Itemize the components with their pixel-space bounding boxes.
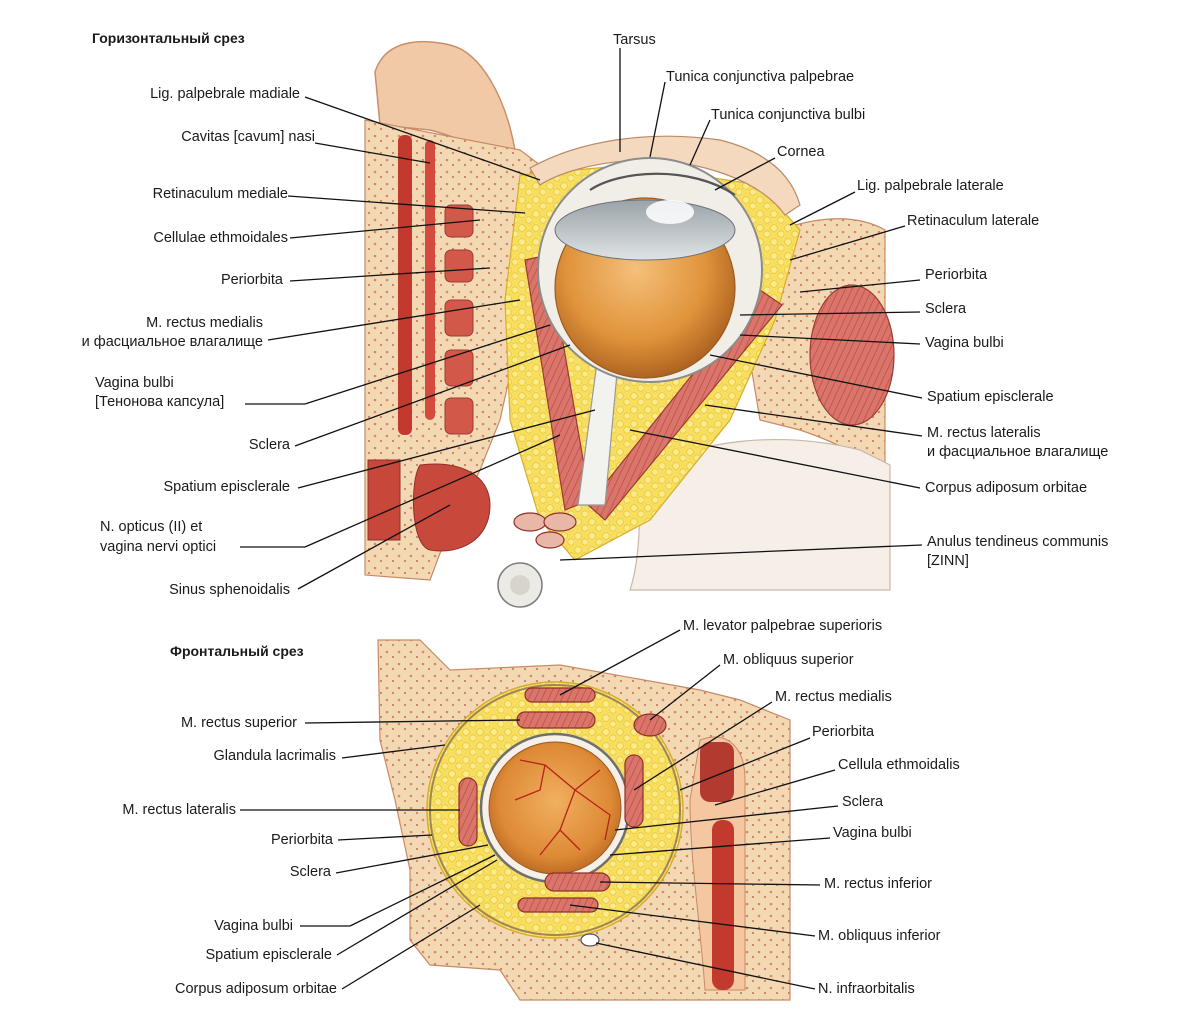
label-m-obliquus-inferior: M. obliquus inferior (818, 928, 941, 944)
label-fascial-sheath-medial: и фасциальное влагалище (81, 334, 263, 350)
ethmoid-cell-frontal (700, 742, 734, 802)
label-m-rectus-medialis-frontal: M. rectus medialis (775, 689, 892, 705)
label-vagina-bulbi-frontal-right: Vagina bulbi (833, 825, 912, 841)
superior-oblique-frontal (633, 713, 667, 737)
label-periorbita-frontal-right: Periorbita (812, 724, 875, 740)
label-spatium-episclerale-right: Spatium episclerale (927, 389, 1054, 405)
label-sclera-frontal-left: Sclera (289, 864, 331, 880)
label-retinaculum-mediale: Retinaculum mediale (152, 186, 288, 202)
label-sclera-right: Sclera (925, 301, 967, 317)
label-tarsus: Tarsus (613, 32, 656, 48)
label-fascial-sheath-lateral: и фасциальное влагалище (927, 444, 1109, 460)
retinal-vessels (514, 759, 611, 856)
lateral-rectus-frontal (458, 777, 478, 847)
label-vagina-nervi-optici: vagina nervi optici (100, 539, 217, 555)
label-sinus-sphenoidalis: Sinus sphenoidalis (169, 582, 290, 598)
extraocular-muscles (458, 687, 667, 913)
sphenoid-sinus (367, 459, 401, 541)
frontal-section (377, 639, 791, 1001)
label-tunica-conjunctiva-bulbi: Tunica conjunctiva bulbi (711, 107, 866, 123)
leader-lines-horizontal (240, 48, 923, 590)
label-corpus-adiposum-orbitae-right: Corpus adiposum orbitae (925, 480, 1088, 496)
title-horizontal-section: Горизонтальный срез (92, 30, 245, 46)
label-cellulae-ethmoidales: Cellulae ethmoidales (153, 230, 288, 246)
label-lig-palpebrale-laterale: Lig. palpebrale laterale (857, 178, 1004, 194)
label-m-rectus-medialis: M. rectus medialis (146, 315, 263, 331)
label-n-opticus: N. opticus (II) et (100, 519, 203, 535)
label-tenon-capsule: [Тенонова капсула] (95, 394, 225, 410)
label-sclera-left: Sclera (248, 437, 290, 453)
label-m-rectus-lateralis: M. rectus lateralis (927, 425, 1041, 441)
label-cellula-ethmoidalis: Cellula ethmoidalis (838, 757, 960, 773)
temporal-muscle (809, 284, 895, 426)
superior-rectus-frontal (516, 711, 596, 729)
inferior-oblique-frontal (517, 897, 599, 913)
cornea (589, 172, 736, 196)
leader-lines-frontal (240, 629, 839, 990)
horizontal-section (364, 40, 895, 608)
label-periorbita-frontal-left: Periorbita (270, 832, 333, 848)
label-periorbita-left: Periorbita (220, 272, 283, 288)
label-glandula-lacrimalis: Glandula lacrimalis (213, 748, 337, 764)
label-vagina-bulbi-right: Vagina bulbi (925, 335, 1004, 351)
label-anulus-tendineus: Anulus tendineus communis (927, 534, 1109, 550)
eyelid (529, 135, 801, 216)
label-periorbita-right: Periorbita (925, 267, 988, 283)
label-m-rectus-inferior: M. rectus inferior (824, 876, 932, 892)
lens (554, 199, 736, 261)
label-m-obliquus-superior: M. obliquus superior (723, 652, 854, 668)
label-lig-palpebrale-mediale: Lig. palpebrale madiale (150, 86, 300, 102)
label-cavitas-nasi: Cavitas [cavum] nasi (181, 129, 315, 145)
label-zinn: [ZINN] (927, 553, 969, 569)
label-m-levator-palpebrae: M. levator palpebrae superioris (683, 618, 883, 634)
title-frontal-section: Фронтальный срез (170, 643, 304, 659)
label-m-rectus-lateralis-frontal: M. rectus lateralis (122, 802, 236, 818)
label-sclera-frontal-right: Sclera (842, 794, 884, 810)
label-spatium-episclerale-left: Spatium episclerale (163, 479, 290, 495)
label-vagina-bulbi-left: Vagina bulbi (95, 375, 174, 391)
optic-chiasm (513, 512, 577, 549)
label-m-rectus-superior: M. rectus superior (180, 715, 297, 731)
label-retinaculum-laterale: Retinaculum laterale (907, 213, 1040, 229)
nasal-cavity-wall (398, 135, 412, 435)
label-spatium-episclerale-frontal: Spatium episclerale (205, 947, 332, 963)
label-cornea: Cornea (777, 144, 825, 160)
label-n-infraorbitalis: N. infraorbitalis (818, 981, 915, 997)
label-tunica-conjunctiva-palpebrae: Tunica conjunctiva palpebrae (666, 69, 855, 85)
label-corpus-adiposum-orbitae-frontal: Corpus adiposum orbitae (174, 981, 337, 997)
infraorbital-nerve (580, 933, 600, 947)
label-vagina-bulbi-frontal-left: Vagina bulbi (214, 918, 293, 934)
medial-rectus-frontal (624, 754, 644, 828)
